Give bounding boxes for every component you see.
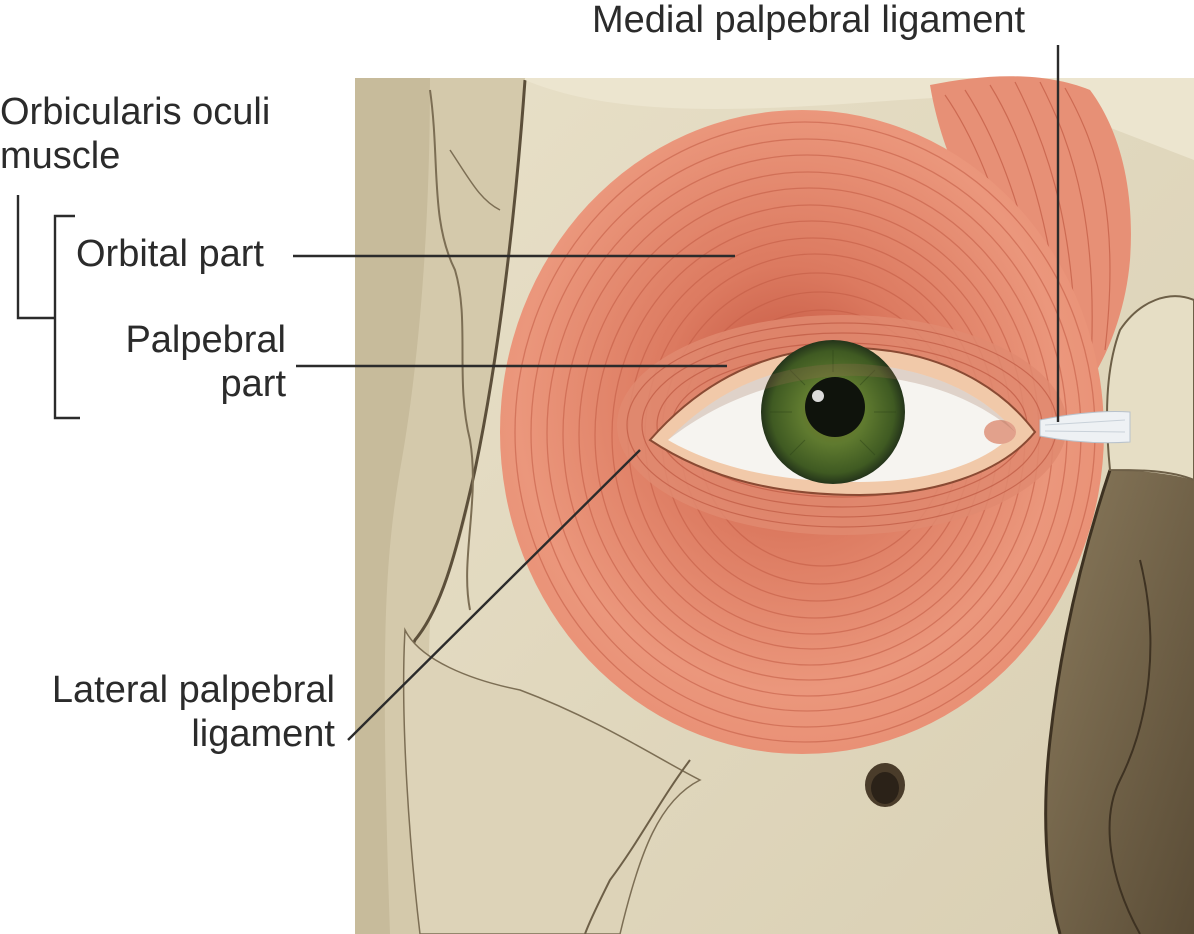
palpebral-part-text-line2: part xyxy=(220,363,286,405)
orbital-part-text: Orbital part xyxy=(76,233,264,275)
parts-bracket xyxy=(53,214,80,420)
medial-palpebral-ligament-structure xyxy=(1039,410,1131,444)
orbicularis-oculi-text-line1: Orbicularis oculi xyxy=(0,91,271,133)
orbicularis-oculi-bracket xyxy=(16,195,55,320)
eye xyxy=(648,340,1037,497)
lateral-palpebral-ligament-text-line2: ligament xyxy=(191,713,335,755)
orbital-part-label: Orbital part xyxy=(76,232,264,276)
orbicularis-oculi-muscle-label: Orbicularis oculi muscle xyxy=(0,90,270,178)
pupil xyxy=(805,377,865,437)
orbicularis-oculi-text-line2: muscle xyxy=(0,135,121,177)
lateral-palpebral-ligament-text-line1: Lateral palpebral xyxy=(51,669,335,711)
palpebral-part-text-line1: Palpebral xyxy=(125,319,286,361)
lateral-palpebral-ligament-leader xyxy=(347,449,641,741)
leader-lines xyxy=(16,45,1060,741)
lateral-palpebral-ligament-label: Lateral palpebral ligament xyxy=(10,668,335,756)
palpebral-part-label: Palpebral part xyxy=(100,318,286,406)
medial-palpebral-ligament-text: Medial palpebral ligament xyxy=(592,0,1026,41)
medial-palpebral-ligament-label: Medial palpebral ligament xyxy=(592,0,1025,42)
